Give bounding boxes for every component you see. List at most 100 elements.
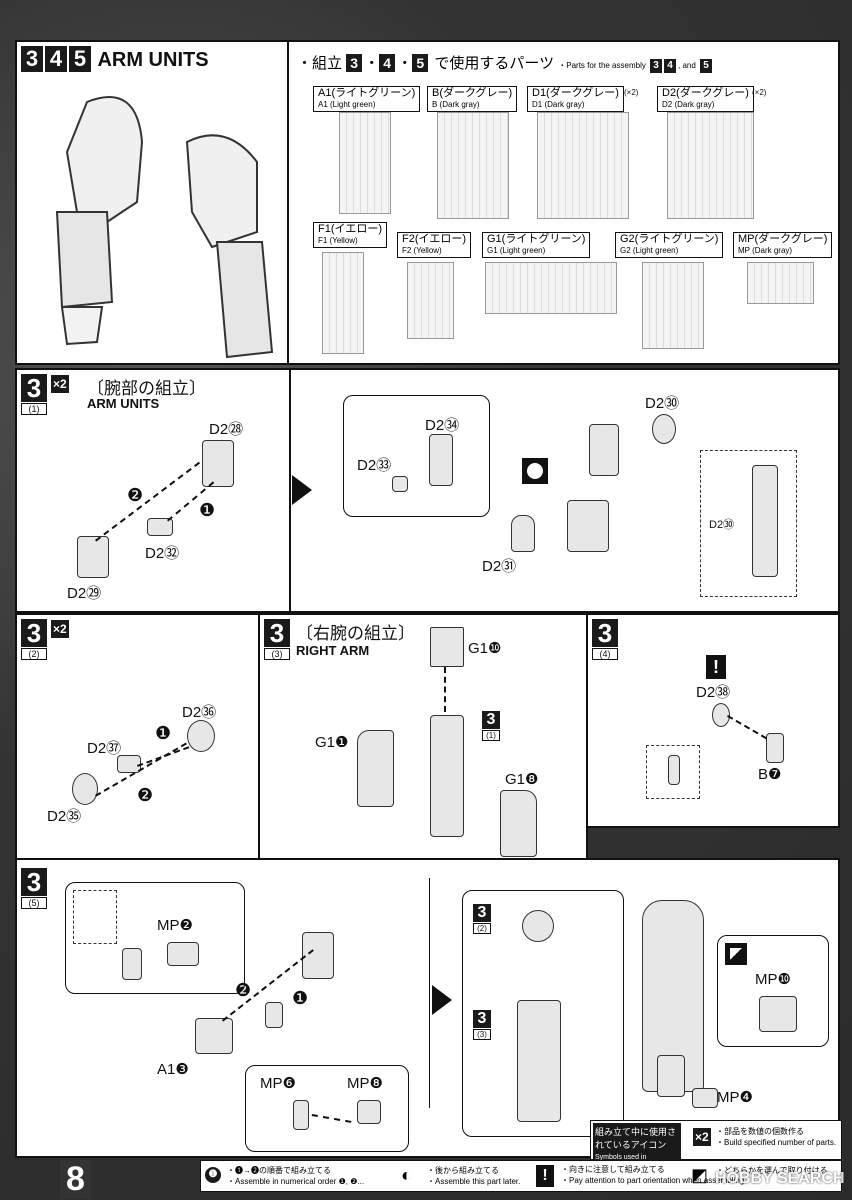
step-3-3-title-en: RIGHT ARM bbox=[296, 643, 370, 658]
runner-f1 bbox=[322, 252, 364, 354]
label-d2-38: D2㊳ bbox=[696, 684, 731, 701]
step-3-1-divider bbox=[289, 370, 291, 611]
runner-g1 bbox=[485, 262, 617, 314]
order-1-3-5: ❶ bbox=[292, 988, 309, 1008]
part-mp-2 bbox=[167, 942, 199, 966]
part-hand-assembly bbox=[302, 932, 334, 979]
step-3-2-sub: (2) bbox=[21, 648, 47, 660]
part-upper-arm bbox=[589, 424, 619, 476]
legend-choose-text: ・どちらかを選んで取り付ける bbox=[716, 1166, 828, 1175]
parts-used-en: ・Parts for the assembly bbox=[558, 61, 646, 70]
label-b-7: B❼ bbox=[758, 766, 782, 783]
label-d2-29: D2㉙ bbox=[67, 585, 102, 602]
part-mp-10 bbox=[759, 996, 797, 1032]
step-3-1-panel: 3×2 (1) 〔腕部の組立〕 ARM UNITS D2㉘ D2㉜ D2㉙ ❷ … bbox=[15, 368, 840, 613]
step-number-3: 3 bbox=[21, 46, 43, 72]
ref-3-sub: (1) bbox=[482, 730, 500, 741]
runner-d2-mult: (×2) bbox=[752, 88, 767, 97]
hand-subassembly-callout bbox=[65, 882, 245, 994]
part-a1-3 bbox=[195, 1018, 233, 1054]
part-hand-final bbox=[657, 1055, 685, 1097]
step-3-3-title-jp: 〔右腕の組立〕 bbox=[296, 624, 415, 643]
step-3-2-num: 3 bbox=[21, 619, 47, 647]
step-3-3-num: 3 bbox=[264, 619, 290, 647]
ref-3-2-sub: (2) bbox=[473, 923, 491, 934]
page-title: ARM UNITS bbox=[97, 49, 209, 71]
step-3-1-header: 3×2 (1) bbox=[21, 374, 70, 415]
step-number-4: 4 bbox=[45, 46, 67, 72]
runner-label-g1: G1(ライトグリーン)G1 (Light green) bbox=[482, 232, 591, 258]
part-arm-body bbox=[517, 1000, 561, 1122]
step-3-1-title-jp: 〔腕部の組立〕 bbox=[87, 379, 206, 398]
legend-later-text: ・後から組み立てる・Assemble this part later. bbox=[427, 1166, 521, 1186]
part-mp-hand-small bbox=[265, 1002, 283, 1028]
part-g1-10 bbox=[430, 627, 464, 667]
runner-d1 bbox=[537, 112, 629, 219]
label-a1-3: A1❸ bbox=[157, 1061, 189, 1078]
step-3-2-header: 3×2 (2) bbox=[21, 619, 70, 660]
step-3-5-divider bbox=[429, 878, 430, 1108]
legend-orientation-text: ・向きに注意して組み立てる・Pay attention to part orie… bbox=[561, 1165, 747, 1185]
runner-mp bbox=[747, 262, 814, 304]
part-d2-32 bbox=[147, 518, 173, 536]
label-d2-34: D2㉞ bbox=[425, 417, 460, 434]
legend-x2-icon: ×2 bbox=[692, 1127, 712, 1147]
part-arm-assembly bbox=[430, 715, 464, 837]
icon-legend-row: ❶ ・❶→❷の順番で組み立てる・Assemble in numerical or… bbox=[200, 1160, 842, 1192]
label-d2-33: D2㉝ bbox=[357, 457, 392, 474]
runner-label-d2: D2(ダークグレー)D2 (Dark gray) bbox=[657, 86, 754, 112]
step-3-1-sub: (1) bbox=[21, 403, 47, 415]
ref-3-3-num: 3 bbox=[473, 1010, 491, 1028]
label-d2-31: D2㉛ bbox=[482, 558, 517, 575]
runner-label-a1: A1(ライトグリーン)A1 (Light green) bbox=[313, 86, 421, 112]
assemble-later-icon bbox=[522, 458, 548, 484]
ref-step-3-2: 3 (2) bbox=[473, 904, 491, 934]
part-mp-2-target bbox=[122, 948, 142, 980]
ref-3: 3 bbox=[482, 711, 500, 729]
ref-4: 4 bbox=[379, 54, 396, 72]
next-step-arrow-icon-2 bbox=[432, 985, 452, 1015]
runner-b bbox=[437, 112, 509, 219]
step-3-4-panel: 3 (4) ! D2㊳ B❼ bbox=[586, 613, 840, 828]
ref-3-en: 3 bbox=[650, 59, 663, 73]
ref-step-3-3: 3 (3) bbox=[473, 1010, 491, 1040]
runner-a1 bbox=[339, 112, 391, 214]
step-3-4-num: 3 bbox=[592, 619, 618, 647]
step-3-2-mult: ×2 bbox=[50, 619, 70, 639]
ref-5-en: 5 bbox=[700, 59, 712, 73]
runner-label-g2: G2(ライトグリーン)G2 (Light green) bbox=[615, 232, 724, 258]
order-1: ❶ bbox=[199, 500, 216, 520]
arrow-3-4 bbox=[727, 715, 767, 740]
runner-label-b: B(ダークグレー)B (Dark gray) bbox=[427, 86, 518, 112]
header-divider bbox=[287, 42, 289, 363]
order-2-3-2: ❷ bbox=[137, 785, 154, 805]
orientation-detail-box bbox=[646, 745, 700, 799]
part-mp-6 bbox=[293, 1100, 309, 1130]
parts-used-heading: ・組立 3・4・5 で使用するパーツ ・Parts for the assemb… bbox=[297, 52, 714, 73]
step-3-5-sub: (5) bbox=[21, 897, 47, 909]
step-3-1-mult: ×2 bbox=[50, 374, 70, 394]
subassembly-callout bbox=[343, 395, 490, 517]
hand-detail-box bbox=[73, 890, 117, 944]
ref-4-en: 4 bbox=[664, 59, 677, 73]
part-d2-37 bbox=[117, 755, 141, 773]
label-d2-35: D2㉟ bbox=[47, 808, 82, 825]
step-3-1-title-en: ARM UNITS bbox=[87, 396, 160, 411]
runner-g2 bbox=[642, 262, 704, 349]
label-g1-10: G1❿ bbox=[468, 640, 502, 657]
part-g1-8 bbox=[500, 790, 537, 857]
runner-d1-mult: (×2) bbox=[624, 88, 639, 97]
runner-f2 bbox=[407, 262, 454, 339]
step-3-4-sub: (4) bbox=[592, 648, 618, 660]
part-d2-33 bbox=[392, 476, 408, 492]
watermark: HOBBY SEARCH bbox=[715, 1170, 845, 1187]
part-d2-35 bbox=[72, 773, 98, 805]
part-d2-31 bbox=[511, 515, 535, 552]
label-g1-1: G1❶ bbox=[315, 734, 349, 751]
label-mp-8: MP❽ bbox=[347, 1075, 383, 1092]
legend-later-icon: ◐ bbox=[401, 1165, 412, 1185]
step-3-5-num: 3 bbox=[21, 868, 47, 896]
part-shoulder bbox=[522, 910, 554, 942]
